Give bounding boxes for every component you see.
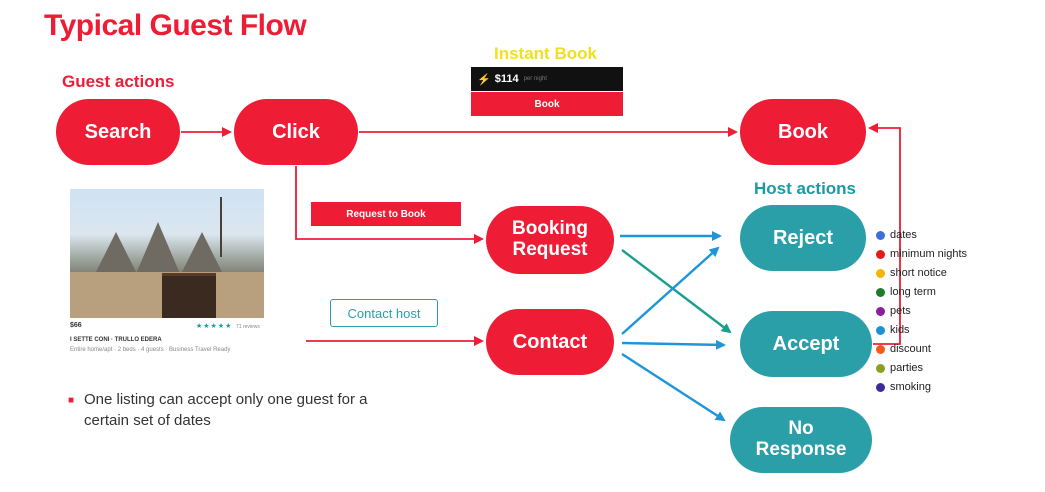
legend-item-dates: dates [876, 229, 917, 241]
wooden-gate-shape [162, 273, 216, 318]
booking-request-node: Booking Request [486, 206, 614, 274]
instant-book-button[interactable]: Book [471, 92, 623, 116]
legend-swatch [876, 344, 885, 354]
legend-label: parties [890, 362, 924, 374]
arrow-booking-request-to-accept [621, 249, 732, 334]
bullet-icon: ■ [68, 395, 75, 406]
no-response-label: No Response [755, 418, 847, 460]
legend-label: discount [890, 343, 931, 355]
listing-price: $66 [70, 322, 82, 329]
legend-swatch [876, 268, 885, 278]
legend-label: kids [890, 324, 910, 336]
arrow-contact-to-no-response [621, 352, 726, 422]
contact-node: Contact [486, 309, 614, 375]
page-title: Typical Guest Flow [44, 9, 307, 42]
contact-host-button[interactable]: Contact host [330, 299, 438, 327]
legend-swatch [876, 249, 885, 259]
legend-label: minimum nights [890, 248, 968, 260]
request-to-book-button[interactable]: Request to Book [311, 202, 461, 226]
host-actions-label: Host actions [754, 179, 857, 198]
listing-photo [70, 189, 264, 318]
legend-item-kids: kids [876, 324, 910, 336]
instant-book-price: $114 [494, 73, 519, 85]
legend-item-minimum-nights: minimum nights [876, 248, 967, 260]
legend-label: long term [890, 286, 936, 298]
search-node: Search [56, 99, 180, 165]
legend-swatch [876, 306, 885, 316]
legend-swatch [876, 230, 885, 240]
legend-swatch [876, 382, 885, 392]
arrow-contact-to-accept [621, 339, 726, 350]
listing-stars: ★★★★★ [196, 323, 233, 330]
instant-book-label: Instant Book [494, 44, 597, 63]
click-node: Click [234, 99, 358, 165]
arrow-click-to-booking-request [295, 166, 484, 244]
no-response-node: No Response [730, 407, 872, 473]
note-text: One listing can accept only one guest fo… [84, 391, 368, 429]
legend-label: dates [890, 229, 917, 241]
instant-book-price-sub: per night [523, 76, 547, 82]
arrow-contact-to-reject [621, 246, 720, 335]
legend-item-long-term: long term [876, 286, 936, 298]
legend-swatch [876, 325, 885, 335]
legend-label: short notice [890, 267, 947, 279]
legend-label: smoking [890, 381, 931, 393]
reject-node: Reject [740, 205, 866, 271]
legend-item-parties: parties [876, 362, 923, 374]
listing-reviews: 71 reviews [236, 324, 260, 330]
arrow-accept-to-book [868, 123, 901, 345]
legend-swatch [876, 287, 885, 297]
listing-description: Entire home/apt · 2 beds · 4 guests · Bu… [70, 347, 231, 353]
book-node: Book [740, 99, 866, 165]
legend-item-discount: discount [876, 343, 931, 355]
legend-item-smoking: smoking [876, 381, 931, 393]
accept-node: Accept [740, 311, 872, 377]
booking-request-label: Booking Request [512, 218, 588, 260]
lightning-icon: ⚡ [477, 73, 491, 86]
legend-label: pets [890, 305, 911, 317]
legend-item-short-notice: short notice [876, 267, 947, 279]
legend-swatch [876, 363, 885, 373]
legend-item-pets: pets [876, 305, 911, 317]
guest-actions-label: Guest actions [62, 72, 175, 91]
listing-name: I SETTE CONI · TRULLO EDERA [70, 337, 162, 343]
instant-book-price-bar: ⚡ $114 per night [471, 67, 623, 91]
tree-shape [220, 197, 262, 257]
